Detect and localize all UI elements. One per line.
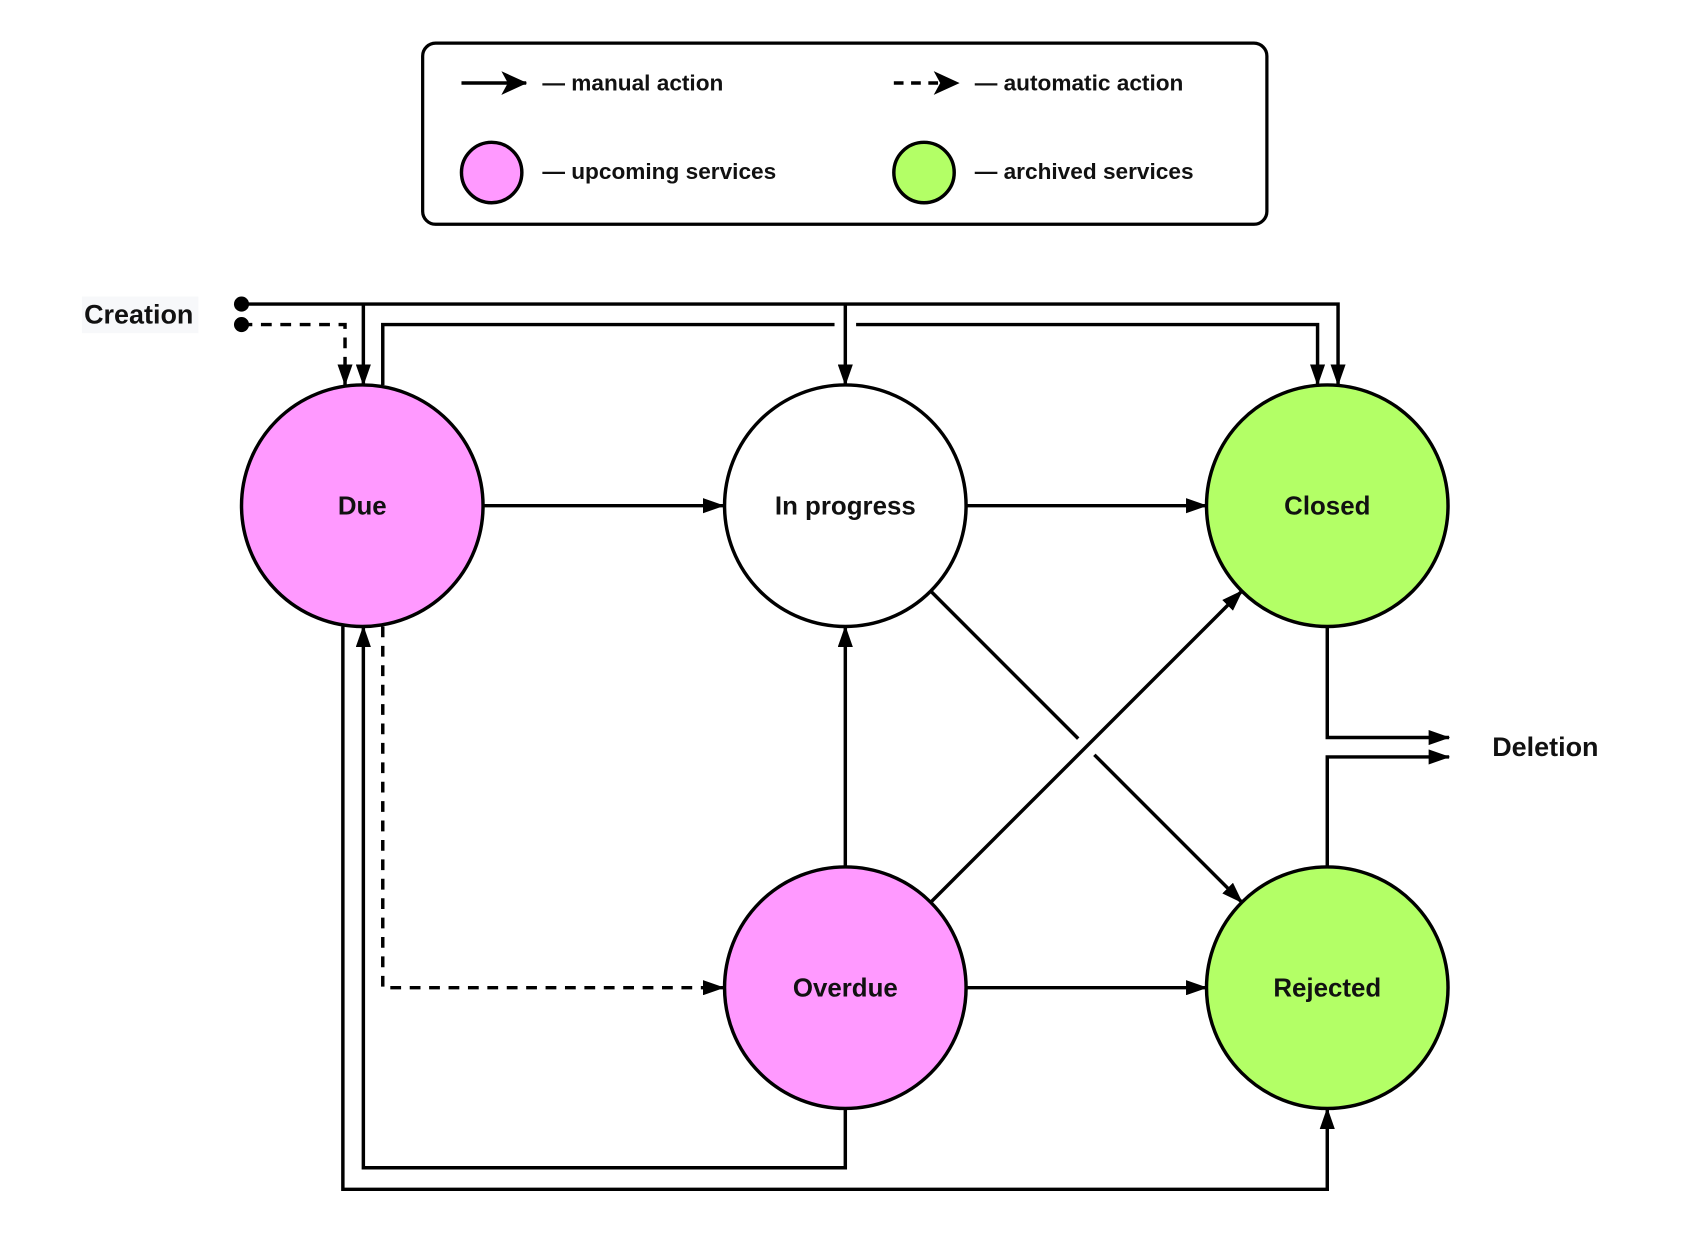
deletion-label: Deletion	[1492, 732, 1598, 762]
edge-creation-due-automatic	[241, 322, 353, 387]
edge-overdue-closed	[929, 589, 1244, 904]
node-rejected-label: Rejected	[1273, 974, 1381, 1002]
edge-in-progress-rejected-a	[929, 589, 1080, 740]
node-rejected[interactable]: Rejected	[1204, 865, 1450, 1111]
node-rejected-circle[interactable]	[1204, 865, 1450, 1111]
node-due-label: Due	[338, 492, 387, 520]
legend-automatic-label: — automatic action	[975, 71, 1184, 96]
legend-automatic-action: — automatic action	[893, 71, 1184, 96]
upcoming-swatch-icon	[459, 140, 524, 205]
legend-upcoming-services: — upcoming services	[459, 140, 776, 205]
node-in-progress[interactable]: In progress	[722, 383, 968, 629]
legend-box	[421, 41, 1269, 226]
node-in-progress-circle[interactable]	[722, 383, 968, 629]
creation-label-bg	[81, 296, 199, 334]
node-overdue-label: Overdue	[793, 974, 898, 1002]
edge-due-overdue-automatic	[381, 626, 725, 996]
edge-rejected-deletion	[1325, 749, 1451, 867]
legend-archived-services: — archived services	[892, 140, 1194, 205]
edge-due-closed-b	[856, 322, 1326, 387]
node-due-circle[interactable]	[239, 383, 485, 629]
edge-creation-bus	[241, 302, 1346, 387]
edge-due-closed-a	[381, 322, 835, 385]
legend-archived-label: — archived services	[975, 159, 1194, 184]
node-closed-label: Closed	[1284, 492, 1370, 520]
creation-label: Creation	[84, 299, 193, 329]
edge-in-progress-rejected-b	[1093, 753, 1244, 904]
legend-manual-action: — manual action	[461, 71, 723, 96]
node-in-progress-label: In progress	[775, 492, 916, 520]
archived-swatch-icon	[892, 140, 956, 205]
node-closed[interactable]: Closed	[1204, 383, 1450, 629]
node-closed-circle[interactable]	[1204, 383, 1450, 629]
edge-closed-deletion	[1325, 626, 1451, 746]
node-overdue[interactable]: Overdue	[722, 865, 968, 1111]
node-due[interactable]: Due	[239, 383, 485, 629]
edge-due-rejected	[341, 626, 1335, 1192]
edge-overdue-due	[355, 625, 848, 1170]
legend-manual-label: — manual action	[542, 71, 723, 96]
legend-upcoming-label: — upcoming services	[542, 159, 776, 184]
legend: — manual action — automatic action — upc…	[421, 41, 1269, 226]
node-overdue-circle[interactable]	[722, 865, 968, 1111]
